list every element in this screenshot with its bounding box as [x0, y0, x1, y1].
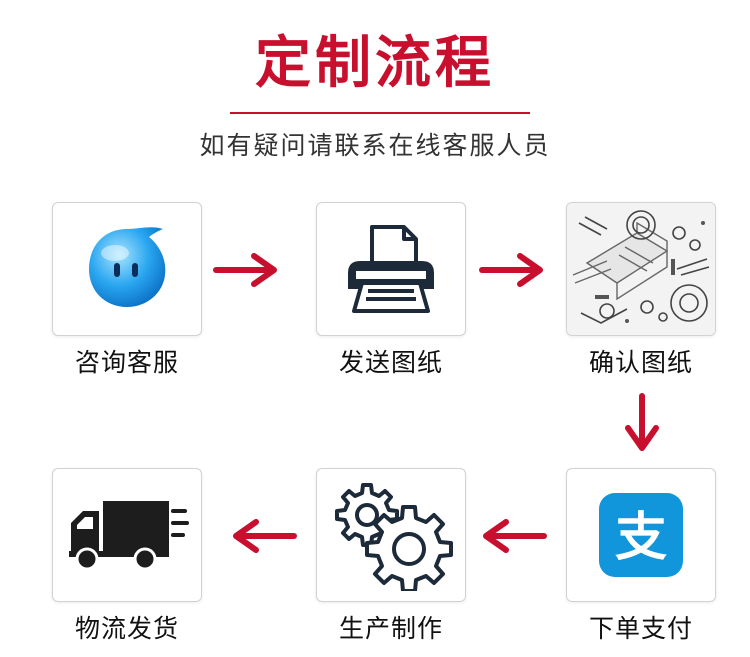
- step-card-consult[interactable]: [52, 202, 202, 336]
- step-card-send-drawing[interactable]: [316, 202, 466, 336]
- step-card-confirm-drawing[interactable]: [566, 202, 716, 336]
- alipay-icon: 支: [599, 493, 683, 577]
- chat-mascot-icon: [89, 227, 166, 307]
- step-card-production[interactable]: [316, 468, 466, 602]
- gears-icon: [335, 483, 453, 591]
- arrow-left-icon: [233, 519, 297, 553]
- arrow-right-icon: [213, 253, 277, 287]
- step-label-confirm-drawing: 确认图纸: [588, 348, 693, 377]
- printer-icon: [348, 225, 434, 313]
- step-card-pay[interactable]: 支: [566, 468, 716, 602]
- alipay-glyph: 支: [615, 508, 667, 568]
- arrow-down-icon: [625, 393, 659, 451]
- step-label-production: 生产制作: [338, 614, 443, 643]
- drawing-blueprint-icon: [567, 203, 715, 335]
- title-divider: [230, 112, 530, 114]
- step-label-send-drawing: 发送图纸: [338, 348, 443, 377]
- step-label-pay: 下单支付: [588, 614, 693, 643]
- step-card-delivery[interactable]: [52, 468, 202, 602]
- step-label-delivery: 物流发货: [74, 614, 179, 643]
- page-subtitle: 如有疑问请联系在线客服人员: [199, 131, 551, 160]
- step-label-consult: 咨询客服: [74, 348, 179, 377]
- arrow-right-icon: [479, 253, 543, 287]
- delivery-truck-icon: [69, 501, 189, 571]
- arrow-left-icon: [483, 519, 547, 553]
- page-title: 定制流程: [255, 31, 495, 96]
